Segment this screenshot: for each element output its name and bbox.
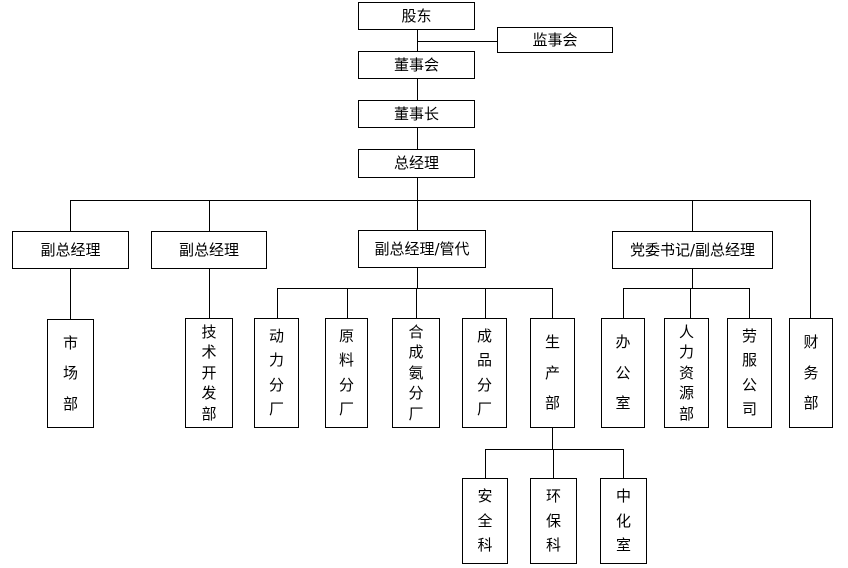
connector-mgmtrep-bus [417, 268, 418, 288]
connector-drop-deputy1 [70, 200, 71, 231]
node-general-manager: 总经理 [358, 149, 475, 178]
node-labor-service-company: 劳服公司 [727, 318, 772, 428]
connector-shareholders-board [417, 30, 418, 51]
connector-drop-rawmaterial [347, 288, 348, 318]
node-power-branch: 动力分厂 [254, 318, 299, 428]
node-power-branch-label: 动力分厂 [268, 326, 284, 419]
connector-supervisory-branch [417, 41, 498, 42]
node-safety-section: 安全科 [462, 478, 508, 564]
connector-mgmtrep-bus-h [277, 288, 553, 289]
node-raw-material-branch: 原料分厂 [325, 318, 368, 428]
connector-deputy1-marketing [70, 269, 71, 319]
connector-drop-deputy2 [209, 200, 210, 231]
node-marketing-dept-label: 市场部 [62, 333, 78, 413]
node-chairman: 董事长 [358, 100, 475, 128]
node-hr-dept: 人力资源部 [664, 318, 709, 428]
node-production-dept: 生产部 [530, 318, 575, 428]
node-production-dept-label: 生产部 [544, 332, 560, 413]
node-deputy-gm-mgmt-rep-label: 副总经理/管代 [374, 239, 470, 258]
node-board-of-directors-label: 董事会 [393, 55, 439, 74]
connector-board-chairman [417, 79, 418, 100]
node-deputy-gm-2: 副总经理 [151, 231, 267, 269]
node-shareholders-label: 股东 [401, 6, 432, 25]
connector-production-bus-h [485, 449, 624, 450]
node-shareholders: 股东 [358, 2, 475, 30]
connector-drop-safety [485, 449, 486, 478]
connector-main-bus [70, 200, 811, 201]
node-deputy-gm-2-label: 副总经理 [178, 240, 239, 259]
connector-partysec-bus-h [623, 288, 750, 289]
connector-drop-partysec [692, 200, 693, 231]
node-general-office-label: 办公室 [615, 332, 631, 413]
node-hr-dept-label: 人力资源部 [678, 322, 694, 423]
node-supervisory-board: 监事会 [497, 27, 613, 53]
node-general-manager-label: 总经理 [393, 154, 439, 172]
connector-drop-environment [553, 449, 554, 478]
node-synthetic-ammonia-branch: 合成氨分厂 [392, 318, 440, 428]
connector-production-bus [552, 428, 553, 449]
node-finance-dept-label: 财务部 [803, 332, 819, 413]
connector-chairman-gm [417, 128, 418, 149]
node-party-secretary-deputy-gm: 党委书记/副总经理 [612, 231, 773, 269]
node-environment-section: 环保科 [530, 478, 577, 564]
node-general-office: 办公室 [601, 318, 645, 428]
node-board-of-directors: 董事会 [358, 51, 475, 79]
node-finance-dept: 财务部 [789, 318, 833, 428]
connector-gm-bus [417, 178, 418, 200]
node-party-secretary-deputy-gm-label: 党委书记/副总经理 [629, 240, 756, 259]
connector-drop-power [277, 288, 278, 318]
connector-drop-finishedproduct [485, 288, 486, 318]
connector-drop-laborservice [749, 288, 750, 318]
connector-drop-production [552, 288, 553, 318]
connector-deputy2-techdev [209, 269, 210, 318]
node-safety-section-label: 安全科 [477, 486, 493, 555]
node-labor-service-company-label: 劳服公司 [741, 326, 757, 419]
node-raw-material-branch-label: 原料分厂 [338, 326, 354, 419]
connector-drop-hr [690, 288, 691, 318]
node-central-lab-label: 中化室 [615, 486, 631, 555]
connector-drop-centrallab [623, 449, 624, 478]
node-supervisory-board-label: 监事会 [532, 30, 578, 49]
node-tech-dev-dept-label: 技术开发部 [201, 322, 217, 423]
node-finished-product-branch: 成品分厂 [462, 318, 507, 428]
node-environment-section-label: 环保科 [545, 486, 561, 555]
node-chairman-label: 董事长 [393, 104, 439, 123]
node-central-lab: 中化室 [600, 478, 647, 564]
connector-drop-office [623, 288, 624, 318]
node-deputy-gm-mgmt-rep: 副总经理/管代 [358, 230, 486, 268]
node-deputy-gm-1: 副总经理 [12, 231, 129, 269]
node-finished-product-branch-label: 成品分厂 [476, 326, 492, 419]
connector-drop-mgmtrep [417, 200, 418, 230]
node-deputy-gm-1-label: 副总经理 [40, 240, 101, 259]
node-marketing-dept: 市场部 [47, 319, 94, 428]
node-synthetic-ammonia-branch-label: 合成氨分厂 [408, 322, 424, 423]
connector-drop-ammonia [416, 288, 417, 318]
connector-partysec-bus [692, 269, 693, 288]
connector-drop-finance [810, 200, 811, 318]
node-tech-dev-dept: 技术开发部 [185, 318, 233, 428]
